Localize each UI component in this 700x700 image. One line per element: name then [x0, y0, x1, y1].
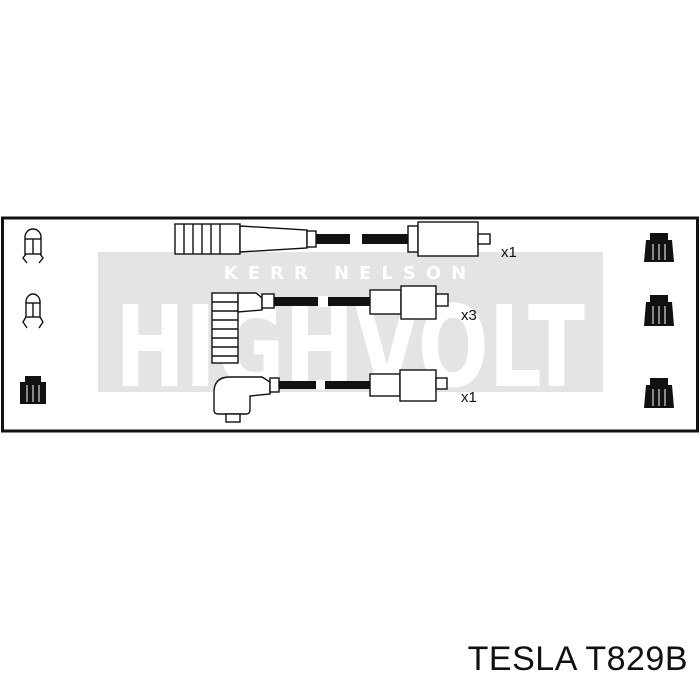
lead-2-quantity: x3	[461, 307, 477, 324]
lead-3-coil-end	[369, 369, 448, 402]
lead-1-cable	[316, 234, 410, 244]
left-terminal-3	[20, 376, 46, 404]
lead-2: x3	[211, 285, 477, 364]
right-terminal-3	[644, 378, 674, 408]
lead-2-angled-boot	[211, 292, 275, 364]
lead-2-coil-end	[369, 285, 449, 320]
left-terminal-2	[22, 293, 44, 329]
lead-3: x1	[213, 369, 477, 423]
lead-1: x1	[174, 221, 517, 261]
right-terminal-1	[644, 233, 674, 262]
lead-1-straight-boot	[174, 223, 317, 255]
left-terminal-1	[22, 228, 44, 264]
lead-1-coil-end	[407, 221, 491, 257]
lead-1-quantity: x1	[501, 244, 517, 261]
lead-3-elbow-boot	[213, 376, 280, 423]
ignition-lead-set-diagram: KERR NELSON HIGHVOLT	[1, 216, 699, 433]
watermark-brand-text: KERR NELSON	[224, 263, 476, 284]
product-caption: TESLA T829B	[467, 640, 688, 678]
lead-3-quantity: x1	[461, 389, 477, 406]
right-terminal-2	[644, 295, 674, 326]
